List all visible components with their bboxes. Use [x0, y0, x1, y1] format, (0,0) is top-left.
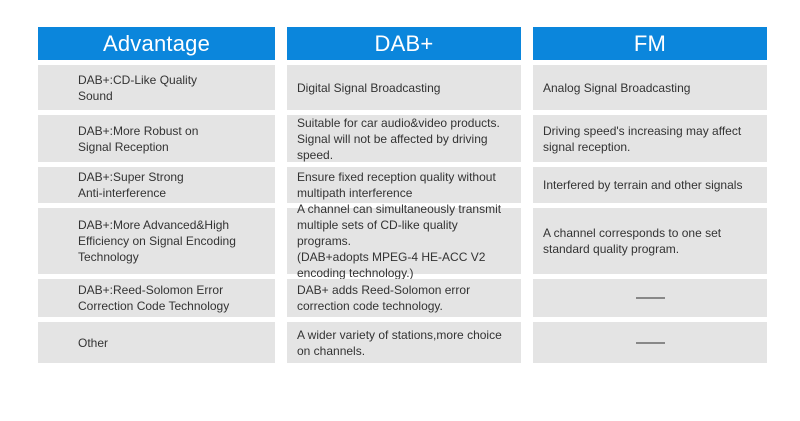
column-header-advantage: Advantage	[38, 27, 275, 60]
cell-dab-row5: DAB+ adds Reed-Solomon error correction …	[287, 279, 521, 317]
cell-advantage-row3: DAB+:Super Strong Anti-interference	[38, 167, 275, 203]
cell-dab-row6: A wider variety of stations,more choice …	[287, 322, 521, 363]
cell-fm-row6-dash: ——	[533, 322, 767, 363]
cell-advantage-row4: DAB+:More Advanced&High Efficiency on Si…	[38, 208, 275, 274]
cell-fm-row3: Interfered by terrain and other signals	[533, 167, 767, 203]
cell-fm-row4: A channel corresponds to one set standar…	[533, 208, 767, 274]
column-header-dab: DAB+	[287, 27, 521, 60]
cell-fm-row2: Driving speed's increasing may affect si…	[533, 115, 767, 162]
cell-dab-row2: Suitable for car audio&video products. S…	[287, 115, 521, 162]
comparison-table: Advantage DAB+:CD-Like Quality Sound DAB…	[38, 27, 767, 363]
cell-advantage-row6: Other	[38, 322, 275, 363]
cell-dab-row4: A channel can simultaneously transmit mu…	[287, 202, 521, 280]
cell-advantage-row1: DAB+:CD-Like Quality Sound	[38, 65, 275, 110]
cell-advantage-row2: DAB+:More Robust on Signal Reception	[38, 115, 275, 162]
cell-dab-row1: Digital Signal Broadcasting	[287, 65, 521, 110]
cell-advantage-row5: DAB+:Reed-Solomon Error Correction Code …	[38, 279, 275, 317]
cell-dab-row3: Ensure fixed reception quality without m…	[287, 167, 521, 203]
cell-fm-row1: Analog Signal Broadcasting	[533, 65, 767, 110]
cell-fm-row5-dash: ——	[533, 279, 767, 317]
column-header-fm: FM	[533, 27, 767, 60]
